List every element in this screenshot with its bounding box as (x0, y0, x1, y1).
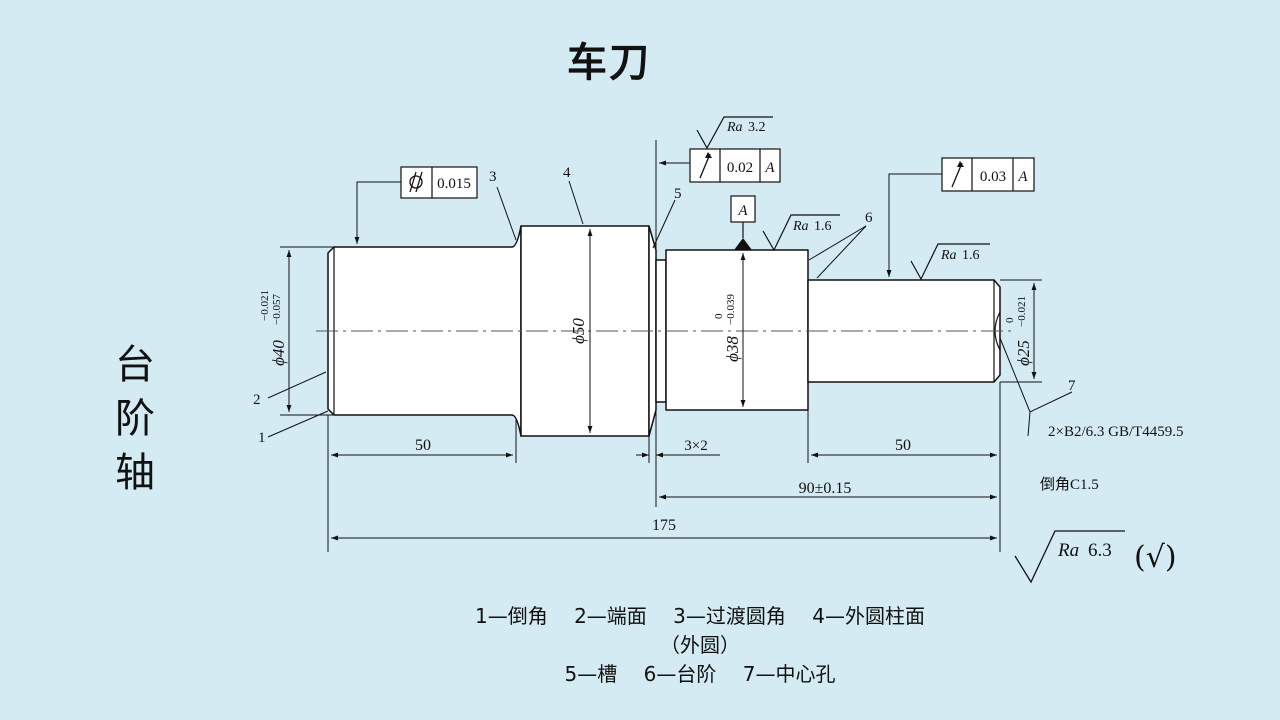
cylindricity-value: 0.015 (437, 176, 471, 192)
dim-d50-text: ϕ50 (569, 318, 588, 344)
callout-leader-1 (267, 410, 329, 438)
dim-d40-base: ϕ40 (269, 340, 288, 366)
roughness-symbol-icon (910, 243, 990, 281)
dim-d25-lower: −0.021 (1016, 296, 1028, 327)
callout-number-3: 3 (489, 169, 497, 185)
callout-leader-6a (808, 225, 867, 261)
side-label-char: 阶 (115, 396, 155, 442)
center-hole-note: 2×B2/6.3 GB/T4459.5 (1048, 424, 1184, 440)
note-underline (1027, 411, 1031, 437)
legend-row: 5—槽 6—台阶 7—中心孔 (300, 660, 1100, 689)
runout-right-datum: A (1017, 169, 1028, 185)
runout-top-value: 0.02 (727, 160, 753, 176)
chamfer-note: 倒角C1.5 (1040, 476, 1099, 493)
side-label-char: 轴 (115, 450, 155, 496)
shaft-section-d38 (665, 249, 809, 411)
shaft-body (327, 225, 1001, 437)
roughness-symbol-icon (762, 214, 840, 252)
legend-item: 5—槽 (564, 662, 618, 686)
slide-title: 车刀 (567, 40, 651, 86)
callout-leader-2 (267, 371, 327, 399)
dim-d40-upper: −0.021 (259, 290, 271, 321)
callout-number-4: 4 (563, 165, 571, 181)
dim-d38-base: ϕ38 (723, 336, 742, 362)
legend-row: 1—倒角 2—端面 3—过渡圆角 4—外圆柱面 (300, 602, 1100, 631)
roughness-mid-value: 1.6 (814, 219, 832, 234)
callout-number-2: 2 (253, 392, 261, 408)
datum-a: A (730, 195, 756, 250)
dim-d40: ϕ40 −0.021 −0.057 (259, 290, 288, 366)
legend: 1—倒角 2—端面 3—过渡圆角 4—外圆柱面 （外圆） 5—槽 6—台阶 7—… (300, 602, 1100, 689)
roughness-right (910, 243, 990, 281)
side-label-char: 台 (115, 342, 155, 388)
dim-d38-lower: −0.039 (725, 294, 737, 325)
dim-d40-lower: −0.057 (271, 294, 283, 325)
callout-leader-6b (816, 225, 867, 279)
legend-item: 4—外圆柱面 (812, 604, 925, 628)
roughness-right-prefix: Ra (940, 248, 957, 263)
dim-d38: ϕ38 0 −0.039 (713, 294, 742, 362)
dim-d25-upper: 0 (1004, 317, 1016, 323)
callout-number-6: 6 (865, 210, 873, 226)
roughness-symbol-icon (1014, 530, 1125, 584)
datum-triangle-icon (734, 238, 752, 250)
roughness-general-prefix: Ra (1057, 540, 1079, 561)
runout-icon (951, 161, 964, 188)
roughness-top-prefix: Ra (726, 120, 743, 135)
dim-d25: ϕ25 0 −0.021 (1004, 296, 1033, 366)
roughness-symbol-icon (696, 116, 773, 150)
datum-a-label: A (737, 203, 748, 219)
legend-item: 3—过渡圆角 (673, 604, 786, 628)
runout-top-datum: A (764, 160, 775, 176)
legend-row: （外圆） (660, 633, 740, 657)
runout-right-value: 0.03 (980, 169, 1006, 185)
dim-len-right: 50 (895, 437, 911, 454)
callout-leader-7 (999, 337, 1073, 413)
roughness-mid (762, 214, 840, 252)
callout-number-7: 7 (1068, 378, 1076, 394)
roughness-right-value: 1.6 (962, 248, 980, 263)
dim-groove: 3×2 (684, 438, 707, 454)
roughness-top (696, 116, 773, 150)
legend-item: 6—台阶 (643, 662, 717, 686)
roughness-top-value: 3.2 (748, 120, 766, 135)
dim-len-left: 50 (415, 437, 431, 454)
tolerance-frame-runout-top: 0.02 A (659, 148, 781, 183)
roughness-general-paren: (√) (1134, 540, 1177, 575)
legend-item: 1—倒角 (474, 604, 548, 628)
dim-d25-base: ϕ25 (1014, 340, 1033, 366)
roughness-general-value: 6.3 (1088, 540, 1112, 561)
callout-number-1: 1 (258, 430, 266, 446)
tolerance-frame-cylindricity: 0.015 (354, 166, 478, 244)
roughness-mid-prefix: Ra (792, 219, 809, 234)
runout-icon (699, 152, 712, 179)
legend-item: 2—端面 (574, 604, 647, 628)
tolerance-frame-runout-right: 0.03 A (886, 157, 1035, 277)
dim-d50: ϕ50 (569, 318, 588, 344)
callout-number-5: 5 (674, 186, 682, 202)
cylindricity-icon (409, 171, 423, 193)
dim-len-mid: 90±0.15 (799, 480, 852, 497)
dim-d38-upper: 0 (713, 313, 725, 319)
roughness-general (1014, 530, 1125, 584)
dim-total: 175 (652, 517, 676, 534)
callout-leader-5 (652, 199, 676, 249)
callout-leader-4 (568, 180, 584, 225)
side-label: 台 阶 轴 (108, 338, 162, 500)
callout-leader-3 (496, 186, 517, 241)
legend-item: 7—中心孔 (742, 662, 836, 686)
